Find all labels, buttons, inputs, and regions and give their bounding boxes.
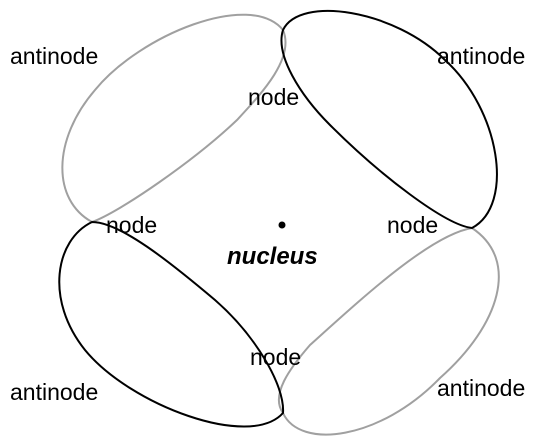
label-node-right: node [387,212,438,238]
label-node-bottom: node [250,344,301,370]
label-antinode-bottom-right: antinode [437,375,525,401]
label-nucleus: nucleus [227,243,318,270]
label-node-left: node [106,212,157,238]
label-antinode-top-right: antinode [437,43,525,69]
label-node-top: node [248,84,299,110]
loop-bottom-left [58,220,285,428]
loop-top-right [280,10,498,230]
loop-top-left [61,13,287,224]
loop-bottom-right [277,226,500,436]
label-antinode-bottom-left: antinode [10,379,98,405]
label-antinode-top-left: antinode [10,43,98,69]
nucleus-dot [278,221,286,229]
